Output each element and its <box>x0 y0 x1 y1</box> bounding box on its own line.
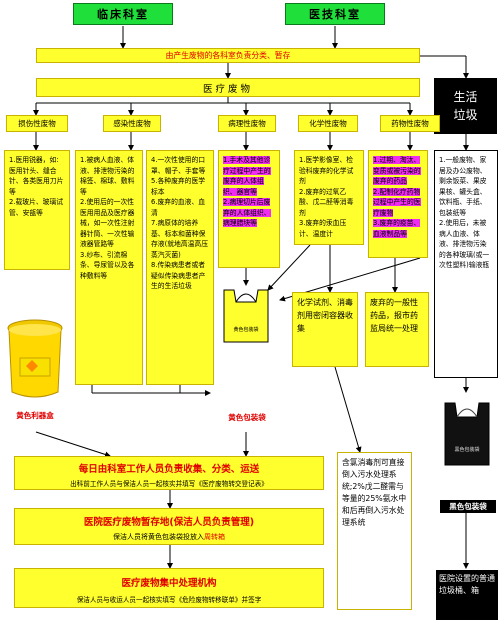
yellow-bag-image <box>222 282 270 344</box>
pathological-text: 1.手术及其他诊疗过程中产生的废弃的人体组织、器官等 2.病理切片后废弃的人体组… <box>223 156 271 228</box>
drug-disposal-note: 废弃的一般性药品，报市药监局统一处理 <box>365 292 429 367</box>
black-bag-label: 黑色包装袋 <box>440 500 496 513</box>
step3-sub: 保洁人员与收运人员一起核实填写《危险废物转移联单》并签字 <box>76 596 262 604</box>
step1-sub: 出科前工作人员与保洁人员一起核实并填写《医疗废物转交登记表》 <box>70 480 268 488</box>
pathological-waste-header: 病理性废物 <box>218 115 276 132</box>
chemical-collection-note: 化学试剂、消毒剂用密闭容器收集 <box>292 292 358 367</box>
step3-disposal-box: 医疗废物集中处理机构 保洁人员与收运人员一起核实填写《危险废物转移联单》并签字 <box>14 568 324 608</box>
yellow-bag-label: 黄色包装袋 <box>228 413 266 422</box>
step1-title: 每日由科室工作人员负责收集、分类、运送 <box>78 464 260 475</box>
infectious-waste-list-b: 4.一次性使用的口罩、帽子、手套等 5.各种废弃的医学标本 6.废弃的血液、血清… <box>146 150 214 385</box>
medtech-dept-box: 医技科室 <box>285 3 385 25</box>
infectious-waste-list-a: 1.被病人血液、体液、排泄物污染的棉签、棉球、敷料等 2.使用后的一次性医用用品… <box>75 150 143 385</box>
drug-text: 1.过期、淘汰、变质或被污染的废弃的药品 2.配制化疗药物过程中产生的医疗废物 … <box>373 156 421 238</box>
drug-waste-list: 1.过期、淘汰、变质或被污染的废弃的药品 2.配制化疗药物过程中产生的医疗废物 … <box>368 150 428 258</box>
step2-title: 医院医疗废物暂存地(保洁人员负责管理) <box>83 517 255 528</box>
chemical-waste-list: 1.医学影像室、检验科废弃的化学试剂 2.废弃的过氧乙酸、戊二醛等消毒剂 3.废… <box>294 150 364 245</box>
clinical-dept-box: 临床科室 <box>73 3 173 25</box>
step1-collection-box: 每日由科室工作人员负责收集、分类、运送 出科前工作人员与保洁人员一起核实并填写《… <box>14 456 324 490</box>
chlorine-disinfectant-note: 含氯消毒剂可直接倒入污水处理系统;2%戊二醛需与等量的25%氨水中和后再倒入污水… <box>337 452 412 610</box>
living-waste-list: 1.一般废物、家居及办公废物、剩余饭菜、果皮果核、罐头盒、饮料瓶、手纸、包装纸等… <box>434 150 498 378</box>
yellow-bag-print: 黄色包装袋 <box>233 327 259 333</box>
pathological-waste-list: 1.手术及其他诊疗过程中产生的废弃的人体组织、器官等 2.病理切片后废弃的人体组… <box>218 150 280 268</box>
living-waste-header: 生活 垃圾 <box>434 78 497 134</box>
black-bag-image <box>443 395 491 467</box>
damage-waste-list: 1.医用锐器，如:医用针头、缝合针、各类医用刀片等 2.载玻片、玻璃试管、安瓿等 <box>4 150 70 270</box>
medical-waste-header: 医疗废物 <box>36 78 420 97</box>
chemical-waste-header: 化学性废物 <box>298 115 358 132</box>
drug-waste-header: 药物性废物 <box>380 115 440 132</box>
responsibility-banner: 由产生废物的各科室负责分类、暂存 <box>36 48 420 63</box>
hospital-bin-note: 医院设置的普通垃圾桶、箱 <box>436 570 498 620</box>
step3-title: 医疗废物集中处理机构 <box>121 578 217 589</box>
sharps-box-label: 黄色利器盒 <box>16 411 54 420</box>
infectious-waste-header: 感染性废物 <box>103 115 161 132</box>
step2-sub-b: 周转箱 <box>204 533 225 541</box>
sharps-container-image <box>6 318 64 402</box>
step2-storage-box: 医院医疗废物暂存地(保洁人员负责管理) 保洁人员将黄色包装袋投放入周转箱 <box>14 508 324 545</box>
step2-sub-a: 保洁人员将黄色包装袋投放入 <box>113 533 204 541</box>
black-bag-print: 黑色包装袋 <box>454 447 480 453</box>
damage-waste-header: 损伤性废物 <box>6 115 68 132</box>
step2-sub: 保洁人员将黄色包装袋投放入周转箱 <box>15 532 323 542</box>
